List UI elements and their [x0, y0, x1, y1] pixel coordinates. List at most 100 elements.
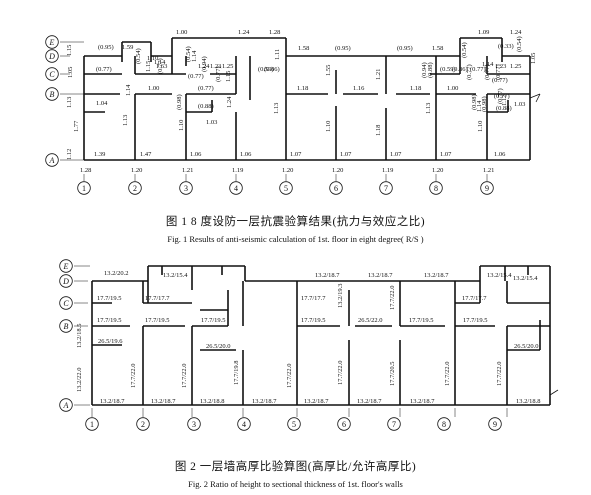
fig1-bottom-dim: 1.20	[131, 167, 142, 174]
fig1-caption-en: Fig. 1 Results of anti-seismic calculati…	[167, 234, 424, 244]
fig1-value-label-vertical: (0.98)	[481, 96, 488, 112]
fig2-value-label: 17.7/19.5	[97, 317, 122, 324]
fig1-value-label: 1.00	[447, 85, 458, 92]
fig2-value-label-vertical: 17.7/22.0	[130, 363, 137, 388]
fig1-axis-6-label: 6	[334, 184, 338, 193]
fig1-value-label: (0.95)	[397, 45, 413, 52]
fig2-value-label: 13.2/18.7	[304, 398, 329, 405]
fig2-axis-c-label: C	[63, 299, 69, 308]
fig2-value-label: 17.7/17.7	[301, 295, 326, 302]
fig1-value-label: 1.04	[96, 100, 108, 107]
fig1-value-label-vertical: 1.21	[375, 69, 382, 80]
fig1-axis-1-label: 1	[82, 184, 86, 193]
fig1-value-label-vertical: 1.14	[125, 84, 132, 96]
fig1-value-label: 1.06	[190, 151, 202, 158]
fig2-axis-6-bubble	[337, 417, 351, 431]
fig1-value-label-vertical: 1.05	[67, 67, 74, 78]
fig1-axis-c-label: C	[49, 70, 55, 79]
fig1-axis-4-label: 4	[234, 184, 238, 193]
fig1-value-label-vertical: 1.13	[66, 97, 73, 108]
fig2-axis-8-bubble	[437, 417, 451, 431]
fig2-axis-4-bubble	[237, 417, 251, 431]
fig1-value-label: 1.58	[298, 45, 309, 52]
fig2-value-label: 13.2/18.8	[516, 398, 541, 405]
fig1-value-label-vertical: (0.94)	[201, 56, 208, 72]
fig2-axis-c-bubble	[59, 296, 73, 310]
fig1-axis-7-label: 7	[384, 184, 388, 193]
fig1-value-label-vertical: 1.15	[66, 45, 73, 56]
fig2-value-label-vertical: 13.2/18.5	[76, 323, 83, 348]
fig2-axis-6-label: 6	[342, 420, 346, 429]
fig1-axis-a-label: A	[49, 156, 55, 165]
fig1-value-label-vertical: 1.10	[477, 121, 484, 132]
fig1-value-label: 1.00	[176, 29, 187, 36]
fig1-value-label-vertical: 1.11	[274, 49, 281, 60]
fig2-axis-2-label: 2	[141, 420, 145, 429]
fig1-value-label-vertical: 1.15	[145, 61, 152, 72]
fig1-value-label: 1.23	[210, 63, 221, 70]
fig1-value-label-vertical: 1.12	[501, 95, 508, 106]
fig2-value-label: 13.2/15.4	[163, 272, 188, 279]
fig1-value-label-vertical: (0.54)	[135, 48, 142, 64]
fig2-axis-d-label: D	[62, 277, 69, 286]
fig1-bottom-dim: 1.28	[80, 167, 91, 174]
fig1-value-label: (0.33)	[498, 43, 514, 50]
fig1-value-label: (0.59)	[440, 66, 456, 73]
fig1-bottom-dim: 1.20	[282, 167, 293, 174]
fig2-value-label-vertical: 13.2/22.0	[76, 367, 83, 392]
fig1-value-label-vertical: 1.24	[226, 96, 233, 108]
fig1-bottom-dim: 1.19	[382, 167, 393, 174]
fig1-axis-9-label: 9	[485, 184, 489, 193]
fig2-axis-2-bubble	[136, 417, 150, 431]
fig1-value-label-vertical: 1.10	[325, 121, 332, 132]
fig1-value-label: (0.77)	[96, 66, 112, 73]
fig1-value-label-vertical: (0.54)	[461, 42, 468, 58]
fig1-value-label: 1.06	[494, 151, 506, 158]
fig1-value-label: (0.59)	[258, 66, 274, 73]
fig1-axis-e-bubble	[45, 35, 59, 49]
fig1-value-label-vertical: (0.77)	[497, 88, 504, 104]
fig2-axis-8-label: 8	[442, 420, 446, 429]
fig1-value-label-vertical: 1.13	[425, 103, 432, 114]
fig2-value-label: 13.2/18.7	[410, 398, 435, 405]
fig1-axis-5-bubble	[279, 181, 293, 195]
fig1-value-label: 1.07	[290, 151, 302, 158]
fig1-value-label: 1.14	[154, 59, 166, 66]
fig1-value-label: 1.00	[148, 85, 159, 92]
fig1-value-label-vertical: (0.54)	[185, 46, 192, 62]
fig2-value-label: 13.2/18.7	[100, 398, 125, 405]
fig1-value-label: (0.77)	[188, 73, 204, 80]
fig1-value-label-vertical: (0.77)	[215, 66, 222, 82]
fig1-value-label-vertical: (0.77)	[484, 64, 491, 80]
fig1-axis-d-label: D	[48, 52, 55, 61]
fig1-value-label: (0.77)	[198, 85, 214, 92]
fig1-value-label: (0.77)	[470, 66, 486, 73]
fig2-value-label: 17.7/19.5	[463, 317, 488, 324]
fig2-axis-5-label: 5	[292, 420, 296, 429]
fig2-axis-a-label: A	[63, 401, 69, 410]
fig2-axis-b-bubble	[59, 319, 73, 333]
fig2-caption-en: Fig. 2 Ratio of height to sectional thic…	[188, 479, 403, 489]
fig2-axis-7-bubble	[387, 417, 401, 431]
fig2-axis-7-label: 7	[392, 420, 396, 429]
fig2-value-label: 13.2/18.7	[252, 398, 277, 405]
fig2-value-label: 13.2/15.4	[513, 275, 538, 282]
fig1-bottom-dim: 1.19	[232, 167, 243, 174]
fig2-value-label: 26.5/20.0	[206, 343, 231, 350]
fig1-axis-2-bubble	[128, 181, 142, 195]
fig1-axis-3-bubble	[179, 181, 193, 195]
fig1-value-label-vertical: (0.98)	[471, 94, 478, 110]
fig1-axis-d-bubble	[45, 49, 59, 63]
fig1-value-label: 1.24	[238, 29, 250, 36]
fig2-axis-9-bubble	[488, 417, 502, 431]
fig1-axis-8-label: 8	[434, 184, 438, 193]
fig1-axis-7-bubble	[379, 181, 393, 195]
fig1-value-label-vertical: (0.77)	[157, 58, 164, 74]
fig2-value-label-vertical: 17.7/22.0	[389, 285, 396, 310]
fig1-value-label: 1.18	[297, 85, 308, 92]
fig2-axis-1-label: 1	[90, 420, 94, 429]
fig2-value-label: 13.2/18.7	[368, 272, 393, 279]
fig1-axis-c-bubble	[45, 67, 59, 81]
